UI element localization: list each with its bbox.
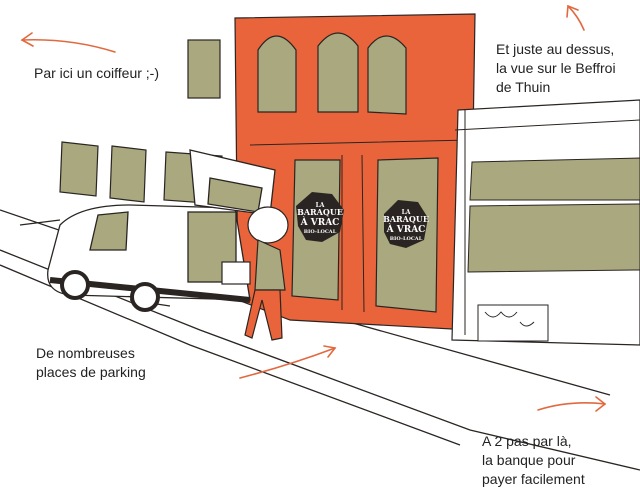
annotation-banque: A 2 pas par là, la banque pour payer fac… xyxy=(482,432,585,489)
svg-text:À VRAC: À VRAC xyxy=(300,216,340,228)
arrow-up-icon xyxy=(566,4,585,31)
svg-text:BIO-LOCAL: BIO-LOCAL xyxy=(390,236,423,242)
arrow-bank-icon xyxy=(537,396,607,412)
delivery-van xyxy=(47,149,276,312)
annotation-parking-line: De nombreuses xyxy=(36,345,135,361)
annotation-beffroi-line: la vue sur le Beffroi xyxy=(496,60,616,76)
annotation-banque-line: la banque pour xyxy=(482,452,576,468)
svg-text:BARAQUE: BARAQUE xyxy=(297,207,343,217)
annotation-beffroi: Et juste au dessus, la vue sur le Beffro… xyxy=(496,40,616,97)
arrow-parking-icon xyxy=(239,345,337,379)
annotation-banque-line: payer facilement xyxy=(482,471,585,487)
annotation-banque-line: A 2 pas par là, xyxy=(482,433,572,449)
arrow-left-icon xyxy=(20,32,116,53)
annotation-beffroi-line: de Thuin xyxy=(496,79,551,95)
svg-text:À VRAC: À VRAC xyxy=(386,223,426,235)
annotation-parking: De nombreuses places de parking xyxy=(36,344,146,382)
shop-logo-left: LA BARAQUE À VRAC BIO-LOCAL xyxy=(296,192,344,242)
annotation-beffroi-line: Et juste au dessus, xyxy=(496,41,615,57)
shopkeeper-figure xyxy=(221,206,289,341)
svg-text:LA: LA xyxy=(316,202,325,209)
right-building xyxy=(451,99,640,346)
svg-text:BARAQUE: BARAQUE xyxy=(383,214,429,224)
annotation-parking-line: places de parking xyxy=(36,364,146,380)
annotation-coiffeur: Par ici un coiffeur ;-) xyxy=(34,65,160,81)
svg-text:BIO-LOCAL: BIO-LOCAL xyxy=(304,229,337,235)
shop-logo-right: LA BARAQUE À VRAC BIO-LOCAL xyxy=(383,200,429,248)
svg-text:LA: LA xyxy=(402,209,411,216)
